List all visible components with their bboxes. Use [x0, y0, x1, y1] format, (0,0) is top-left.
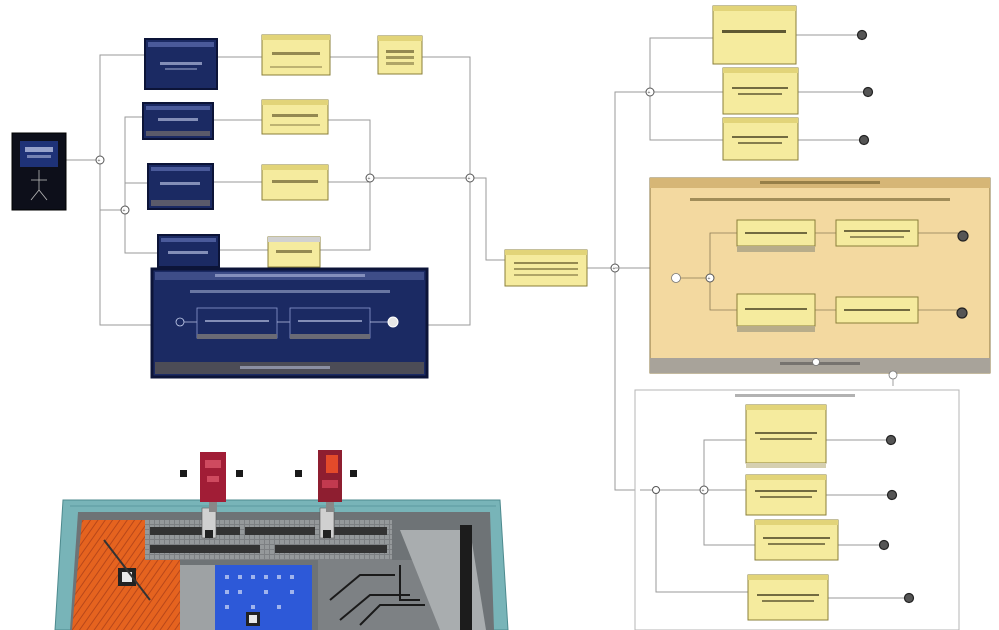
svg-text:+: +: [468, 176, 471, 182]
lower-task-2[interactable]: [745, 474, 827, 516]
lower-task-1[interactable]: [745, 404, 827, 468]
warehouse-render: [54, 450, 509, 630]
subprocess-box-3[interactable]: [147, 163, 214, 210]
robot-arm-left: [200, 452, 226, 512]
gateway-split-2: +: [120, 205, 130, 215]
svg-text:+: +: [648, 90, 651, 96]
connector-lines-orange: [681, 232, 958, 311]
gateway-right-top: +: [645, 87, 655, 97]
connector-lines-right-top: [615, 34, 864, 269]
gateway-lower-2: +: [699, 485, 709, 495]
task-box-5[interactable]: [267, 236, 321, 268]
connector-lines-left: [40, 54, 650, 491]
robot-arm-right: [318, 450, 342, 512]
expanded-subprocess[interactable]: [150, 267, 429, 379]
gateway-lower-1: [652, 486, 660, 494]
markers: [180, 470, 357, 477]
gateway-split-1: +: [95, 155, 105, 165]
task-box-rt-2[interactable]: [722, 67, 799, 115]
svg-text:+: +: [368, 176, 371, 182]
task-box-rt-3[interactable]: [722, 117, 799, 161]
task-box-3[interactable]: [261, 99, 329, 135]
gateway-join-1: +: [365, 173, 375, 183]
subprocess-box-1[interactable]: [144, 38, 218, 90]
start-block[interactable]: [11, 132, 67, 211]
orange-task-1[interactable]: [736, 219, 816, 252]
svg-text:+: +: [708, 276, 711, 282]
end-events-rt: [856, 29, 874, 146]
gateway-join-2: +: [465, 173, 475, 183]
subprocess-box-2[interactable]: [142, 102, 214, 140]
gateway-orange: +: [705, 273, 715, 283]
orange-task-2[interactable]: [835, 219, 919, 247]
orange-group[interactable]: [649, 177, 991, 374]
task-box-1[interactable]: [261, 34, 331, 76]
task-box-2[interactable]: [377, 35, 423, 75]
orange-start-event: [671, 273, 681, 283]
lower-task-3[interactable]: [754, 519, 839, 561]
lower-task-4[interactable]: [747, 574, 829, 621]
svg-text:+: +: [123, 208, 126, 214]
end-events-lower: [878, 434, 915, 604]
svg-text:+: +: [98, 158, 101, 164]
subprocess-box-4[interactable]: [157, 234, 220, 268]
connector-lines-lower: [640, 439, 905, 599]
svg-text:+: +: [613, 266, 616, 272]
end-events-orange: [956, 230, 969, 319]
orange-boundary-event: [812, 358, 898, 386]
svg-text:+: +: [702, 488, 705, 494]
blue-zone: [215, 565, 312, 630]
task-box-center[interactable]: [504, 249, 588, 287]
orange-task-4[interactable]: [835, 296, 919, 324]
task-box-rt-1[interactable]: [712, 5, 797, 65]
orange-task-3[interactable]: [736, 293, 816, 332]
task-box-4[interactable]: [261, 164, 329, 201]
